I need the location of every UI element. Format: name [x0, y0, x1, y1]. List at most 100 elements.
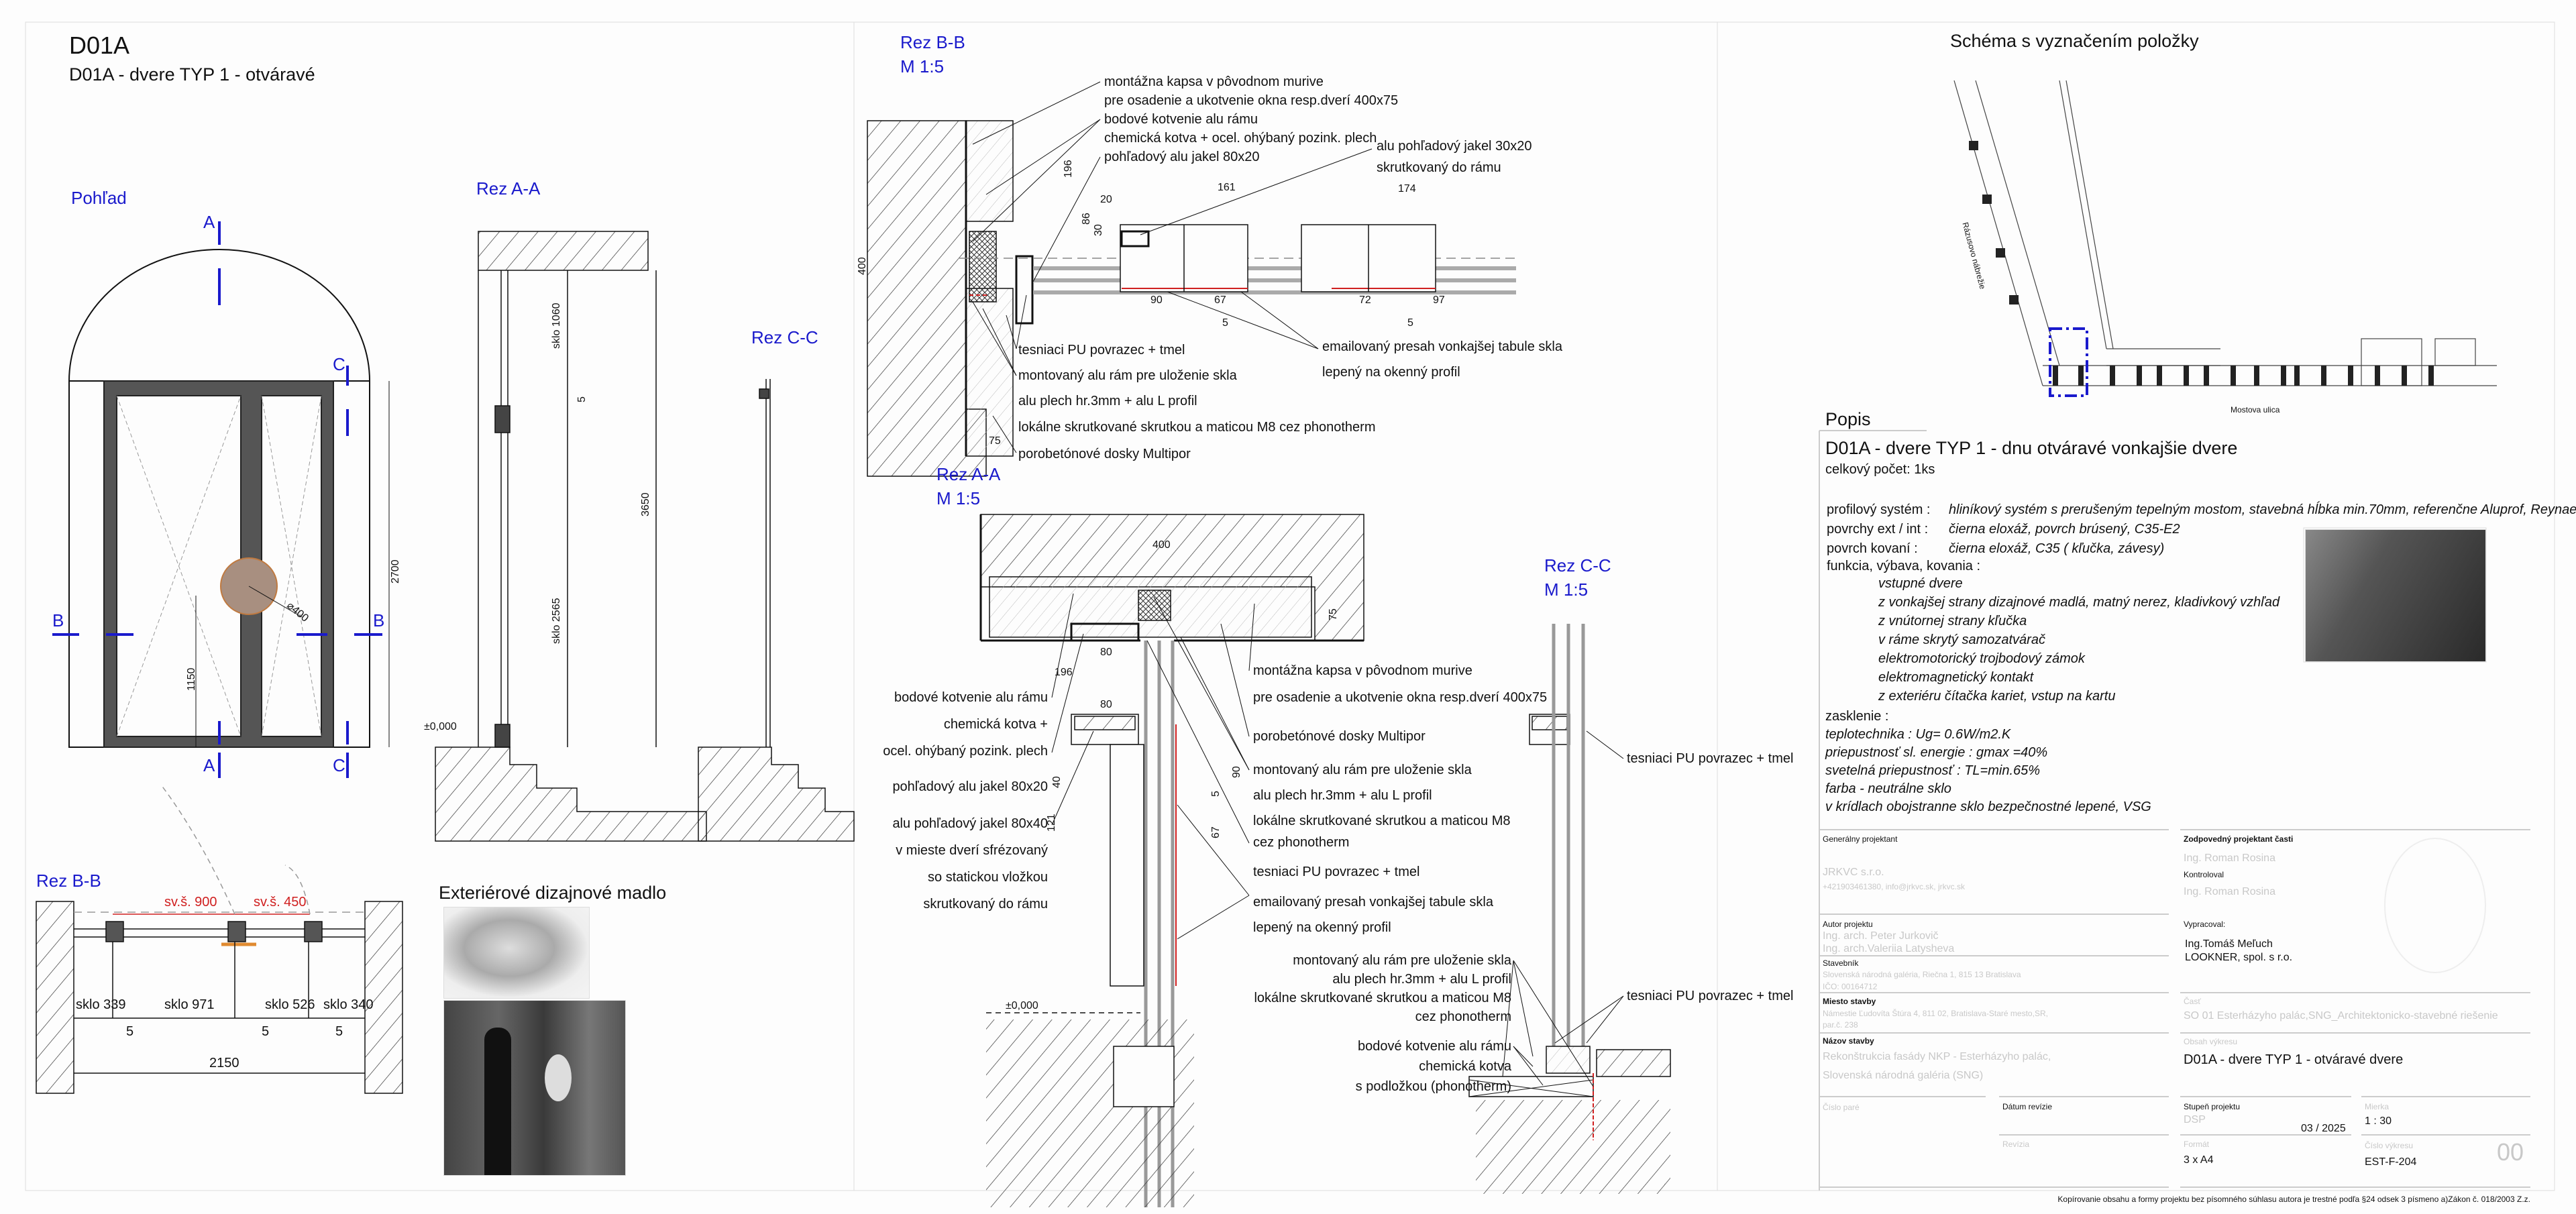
gap-dim-3: 5 — [335, 1024, 343, 1039]
section-markers — [52, 221, 382, 778]
tb-value: JRKVC s.r.o. — [1823, 867, 1884, 878]
clear-width-1: sv.š. 900 — [164, 895, 217, 909]
dim: 161 — [1218, 182, 1236, 193]
note: cez phonotherm — [1415, 1009, 1511, 1024]
marker-b-left: B — [52, 610, 64, 630]
note: alu pohľadový jakel 80x40 — [892, 816, 1048, 831]
dim: 72 — [1359, 294, 1371, 306]
dim: 174 — [1398, 183, 1416, 195]
tb-label: Autor projektu — [1823, 920, 1873, 929]
tb-value: Ing.Tomáš Meľuch — [2185, 938, 2273, 950]
note: lokálne skrutkované skrutkou a maticou M… — [1018, 420, 1376, 435]
section-bb-plan — [36, 784, 403, 1094]
tb-value: Ing. Roman Rosina — [2184, 852, 2275, 864]
tb-label: Dátum revízie — [2002, 1102, 2053, 1111]
tb-format: 3 x A4 — [2184, 1154, 2214, 1166]
dim: 86 — [1081, 213, 1092, 225]
tb-value: Rekonštrukcia fasády NKP - Esterházyho p… — [1823, 1051, 2051, 1062]
tb-value: par.č. 238 — [1823, 1020, 1858, 1030]
tb-value: Ing. Roman Rosina — [2184, 886, 2275, 897]
view-label-rez-cc: Rez C-C — [751, 327, 818, 347]
tb-label: Stavebník — [1823, 958, 1859, 968]
note: cez phonotherm — [1253, 835, 1350, 850]
total-width-dim: 2150 — [209, 1056, 239, 1070]
sheet-subtitle: D01A - dvere TYP 1 - otváravé — [69, 64, 315, 85]
note: bodové kotvenie alu rámu — [1104, 112, 1258, 127]
clear-width-2: sv.š. 450 — [254, 895, 307, 909]
tb-value: Ing. arch.Valeriia Latysheva — [1823, 943, 1955, 954]
note: lokálne skrutkované skrutkou a maticou M… — [1253, 814, 1511, 828]
zasklenie-item: priepustnosť sl. energie : gmax =40% — [1825, 745, 2048, 760]
glass-dim-4: sklo 340 — [323, 997, 374, 1012]
dim: 67 — [1214, 294, 1226, 306]
note: montovaný alu rám pre uloženie skla — [1293, 953, 1511, 968]
funkcia-item: elektromagnetický kontakt — [1878, 670, 2034, 685]
tb-label: Stupeň projektu — [2184, 1102, 2241, 1111]
dim: 67 — [1210, 826, 1222, 838]
dim: 5 — [1407, 317, 1413, 329]
note: porobetónové dosky Multipor — [1253, 729, 1426, 744]
glass-dim-2: sklo 971 — [164, 997, 215, 1012]
tb-label: Kontroloval — [2184, 870, 2224, 879]
tb-label: Časť — [2184, 997, 2201, 1006]
note: tesniaci PU povrazec + tmel — [1018, 343, 1185, 357]
detail-cc — [1468, 624, 1671, 1194]
funkcia-item: z exteriéru čítačka kariet, vstup na kar… — [1878, 689, 2116, 704]
zasklenie-item: teplotechnika : Ug= 0.6W/m2.K — [1825, 727, 2011, 742]
detail-aa-scale: M 1:5 — [936, 488, 981, 508]
zasklenie-item: farba - neutrálne sklo — [1825, 781, 1951, 796]
material-sample-photo — [2305, 529, 2486, 662]
glass-dim-1: sklo 339 — [76, 997, 126, 1012]
view-label-madlo: Exteriérové dizajnové madlo — [439, 883, 667, 903]
dim: 400 — [857, 257, 868, 275]
dim: 80 — [1100, 699, 1112, 710]
note: alu plech hr.3mm + alu L profil — [1332, 972, 1511, 987]
tb-value: IČO: 00164712 — [1823, 982, 1878, 991]
detail-cc-scale: M 1:5 — [1544, 580, 1589, 600]
section-cc-overview — [698, 379, 855, 842]
tb-drawing-number: EST-F-204 — [2365, 1156, 2417, 1168]
tb-label: Revízia — [2002, 1140, 2030, 1149]
dim: 97 — [1433, 294, 1445, 306]
tb-label: Formát — [2184, 1140, 2210, 1149]
note: porobetónové dosky Multipor — [1018, 447, 1191, 461]
popis-row-label: povrch kovaní : — [1827, 541, 1918, 556]
dim-sklo-bottom: sklo 2565 — [551, 598, 562, 645]
glass-dim-3: sklo 526 — [265, 997, 315, 1012]
funkcia-item: v ráme skrytý samozatvárač — [1878, 632, 2045, 647]
person-figure — [484, 1028, 511, 1175]
tb-scale: 1 : 30 — [2365, 1115, 2392, 1127]
copyright-note: Kopírovanie obsahu a formy projektu bez … — [2057, 1195, 2530, 1204]
popis-row-value: hliníkový systém s prerušeným tepelným m… — [1949, 502, 2576, 517]
gap-dim-2: 5 — [262, 1024, 270, 1039]
dim: 5 — [1222, 317, 1228, 329]
gap-dim-1: 5 — [126, 1024, 134, 1039]
tb-value: LOOKNER, spol. s r.o. — [2185, 952, 2293, 963]
title-block-lines — [1819, 430, 2530, 1191]
note: montovaný alu rám pre uloženie skla — [1253, 763, 1472, 777]
section-aa-overview — [435, 231, 707, 842]
dim: 196 — [1055, 667, 1073, 678]
popis-funkcia-label: funkcia, výbava, kovania : — [1827, 559, 1981, 573]
note: emailovaný presah vonkajšej tabule skla — [1322, 339, 1562, 354]
tb-label: Generálny projektant — [1823, 834, 1898, 844]
tb-label: Vypracoval: — [2184, 920, 2226, 929]
tb-label: Obsah výkresu — [2184, 1037, 2238, 1046]
detail-aa — [979, 514, 1570, 1207]
detail-bb-title: Rez B-B — [900, 32, 965, 52]
tb-date: 03 / 2025 — [2301, 1123, 2346, 1134]
zasklenie-item: svetelná priepustnosť : TL=min.65% — [1825, 763, 2041, 778]
dim: 20 — [1100, 194, 1112, 205]
note: pohľadový alu jakel 80x20 — [1104, 150, 1260, 164]
schema-title: Schéma s vyznačením položky — [1950, 31, 2199, 51]
note: tesniaci PU povrazec + tmel — [1253, 865, 1420, 879]
note: pre osadenie a ukotvenie okna resp.dverí… — [1253, 690, 1548, 705]
note: lokálne skrutkované skrutkou a maticou M… — [1254, 991, 1511, 1005]
zasklenie-item: v krídlach obojstranne sklo bezpečnostné… — [1825, 799, 2151, 814]
tb-value: DSP — [2184, 1114, 2206, 1125]
note: bodové kotvenie alu rámu — [1357, 1039, 1511, 1054]
schema-plan — [1953, 80, 2497, 397]
dim-total-height: 3650 — [640, 492, 651, 516]
dim: 90 — [1231, 766, 1242, 778]
